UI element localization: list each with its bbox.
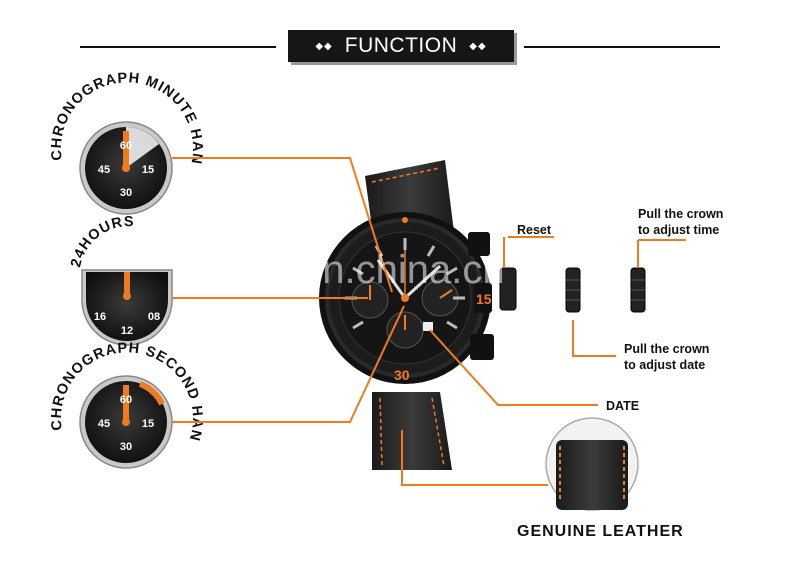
- leather-label: GENUINE LEATHER: [517, 523, 684, 540]
- section-title: ◆◆ FUNCTION ◆◆: [288, 30, 514, 62]
- hours24-num-16: 16: [94, 311, 106, 323]
- section-title-text: FUNCTION: [344, 34, 458, 57]
- date-label: DATE: [606, 399, 640, 413]
- chrono-second-num-60: 60: [120, 394, 132, 406]
- crown-time-label: Pull the crown to adjust time: [638, 206, 723, 238]
- leather-detail: [545, 417, 639, 511]
- bezel-mark-15: 15: [476, 291, 492, 307]
- chrono-minute-feature: CHRONOGRAPH MINUTE HAND 60 15 30 45: [0, 0, 204, 215]
- hours24-num-12: 12: [121, 325, 133, 337]
- chrono-minute-num-45: 45: [98, 164, 110, 176]
- crown-time-line2: to adjust time: [638, 223, 720, 237]
- crown-date-label: Pull the crown to adjust date: [624, 341, 709, 373]
- diamond-right-icon: ◆◆: [469, 40, 487, 52]
- diamond-left-icon: ◆◆: [315, 40, 333, 52]
- chrono-minute-num-15: 15: [142, 164, 154, 176]
- chrono-second-num-45: 45: [98, 418, 110, 430]
- header-rule-left: [80, 46, 276, 48]
- crown-date-line1: Pull the crown: [624, 342, 710, 356]
- chrono-minute-num-60: 60: [120, 140, 132, 152]
- hours24-num-08: 08: [148, 311, 160, 323]
- crown-detail-icons: [499, 267, 646, 313]
- callout-lines: [172, 157, 686, 486]
- hours24-feature: 24HOURS 16 12 08: [68, 214, 173, 346]
- svg-text:24HOURS: 24HOURS: [68, 214, 134, 269]
- crown-time-line1: Pull the crown: [638, 207, 724, 221]
- hours24-arc-label: 24HOURS: [68, 214, 133, 269]
- header-rule-right: [524, 46, 720, 48]
- chrono-minute-num-30: 30: [120, 187, 132, 199]
- crown-date-line2: to adjust date: [624, 358, 706, 372]
- chrono-second-num-15: 15: [142, 418, 154, 430]
- watermark: en.china.cn: [300, 248, 505, 292]
- reset-label: Reset: [517, 223, 552, 237]
- watch: 15 30: [319, 160, 494, 470]
- bezel-mark-30: 30: [394, 367, 410, 383]
- chrono-second-num-30: 30: [120, 441, 132, 453]
